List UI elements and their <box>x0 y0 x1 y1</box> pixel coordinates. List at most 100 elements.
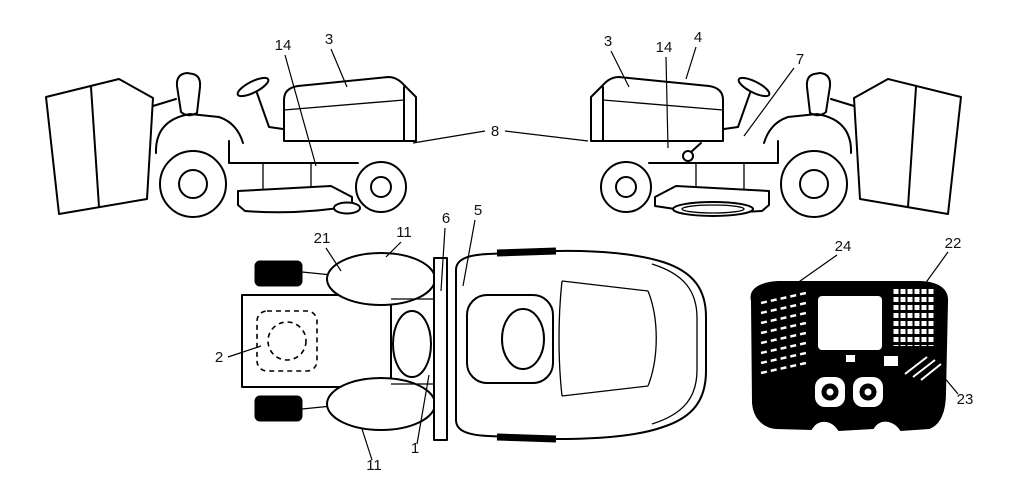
choke-dial <box>853 377 883 407</box>
leader-line <box>937 369 959 395</box>
frame-rail <box>433 257 448 441</box>
callout-11-upper: 11 <box>396 224 412 241</box>
leader-line <box>284 54 317 167</box>
deck-wheel <box>333 201 361 215</box>
hood-top-lines <box>558 280 657 397</box>
leader-line <box>792 254 838 287</box>
callout-14-left: 14 <box>275 37 292 54</box>
rear-fender <box>154 113 244 154</box>
callout-8: 8 <box>491 123 499 140</box>
leader-line <box>440 227 446 292</box>
tractor-top-view <box>241 247 707 443</box>
callout-24: 24 <box>835 238 852 255</box>
left-wheel-top-upper <box>254 260 303 287</box>
callout-6: 6 <box>442 210 450 227</box>
callout-4: 4 <box>694 29 702 46</box>
callout-21: 21 <box>314 230 331 247</box>
bag-mount-link <box>152 98 177 107</box>
vent-slot <box>760 291 807 305</box>
vent-slot <box>760 311 807 325</box>
leader-line <box>743 67 795 137</box>
bagger-inner-dashed-circle <box>267 321 307 361</box>
seat <box>805 72 832 117</box>
leader-line <box>416 374 430 445</box>
callout-5: 5 <box>474 202 482 219</box>
panel-opening <box>818 296 882 350</box>
front-wheel-hub <box>370 176 392 198</box>
grass-catcher-bag <box>45 78 154 215</box>
steering-wheel <box>737 76 771 98</box>
dial-slot <box>864 388 872 396</box>
hood <box>283 76 417 142</box>
dial-slot <box>826 388 834 396</box>
leader-line <box>685 46 697 80</box>
steering-wheel <box>236 76 270 98</box>
diagonal-stripes <box>904 356 942 381</box>
grass-catcher-divider <box>907 86 917 208</box>
tire-top-lower <box>326 377 436 431</box>
body-inner-curve <box>651 263 698 425</box>
vent-slot <box>760 321 807 335</box>
steering-column <box>723 92 751 130</box>
leader-line <box>462 219 476 287</box>
grass-catcher-divider <box>90 86 100 208</box>
hood <box>590 76 724 142</box>
seat <box>175 72 202 117</box>
leader-line <box>504 130 589 142</box>
tractor-side-view-left <box>45 72 417 218</box>
leader-lines <box>227 46 959 461</box>
stripe <box>920 363 942 381</box>
leader-line <box>361 428 373 461</box>
leader-line <box>385 241 402 258</box>
callout-labels: 14 3 3 14 4 7 8 21 11 6 5 2 1 11 24 22 2… <box>215 29 974 474</box>
panel-small-window <box>884 356 898 366</box>
deck-hangers <box>695 163 745 189</box>
vent-slot <box>760 331 807 345</box>
front-tire-marks <box>496 247 557 443</box>
hood-crease <box>602 99 724 111</box>
deck-plate-inner <box>681 204 745 214</box>
hood-crease <box>283 99 405 111</box>
panel-small-window <box>846 355 855 362</box>
leader-line <box>227 345 262 358</box>
deck-lift-lever-knob <box>682 150 694 162</box>
control-panel <box>750 281 949 432</box>
left-wheel-top-lower <box>254 395 303 422</box>
deck-hangers <box>262 163 312 189</box>
callout-3-right: 3 <box>604 33 612 50</box>
chassis <box>228 140 359 164</box>
leader-line <box>665 56 669 149</box>
callout-3-left: 3 <box>325 31 333 48</box>
leader-line <box>330 48 348 88</box>
deck-lift-lever <box>690 142 702 153</box>
callout-7: 7 <box>796 51 804 68</box>
vent-slot <box>760 301 807 315</box>
callout-23: 23 <box>957 391 974 408</box>
tire-top-upper <box>326 252 436 306</box>
vent-slot <box>760 351 807 365</box>
seat-inner <box>501 308 545 370</box>
left-vent-slots <box>760 291 807 375</box>
callout-1: 1 <box>411 440 419 457</box>
rear-fender <box>763 113 853 154</box>
callout-22: 22 <box>945 235 962 252</box>
stripe <box>904 356 928 375</box>
vent-slot <box>760 341 807 355</box>
front-wheel-hub <box>615 176 637 198</box>
tractor-side-view-right <box>590 72 962 218</box>
bag-mount-link <box>830 98 855 107</box>
leader-line <box>921 251 949 289</box>
engine-cover-top <box>392 310 432 378</box>
rear-wheel-hub <box>799 169 829 199</box>
vent-slot <box>760 361 807 375</box>
callout-11-lower: 11 <box>366 457 382 474</box>
chassis <box>648 140 779 164</box>
rear-wheel-hub <box>178 169 208 199</box>
leader-line <box>412 130 486 144</box>
callout-14-right: 14 <box>656 39 673 56</box>
stripe <box>912 359 936 378</box>
steering-column <box>256 92 284 130</box>
leader-line <box>610 50 630 88</box>
